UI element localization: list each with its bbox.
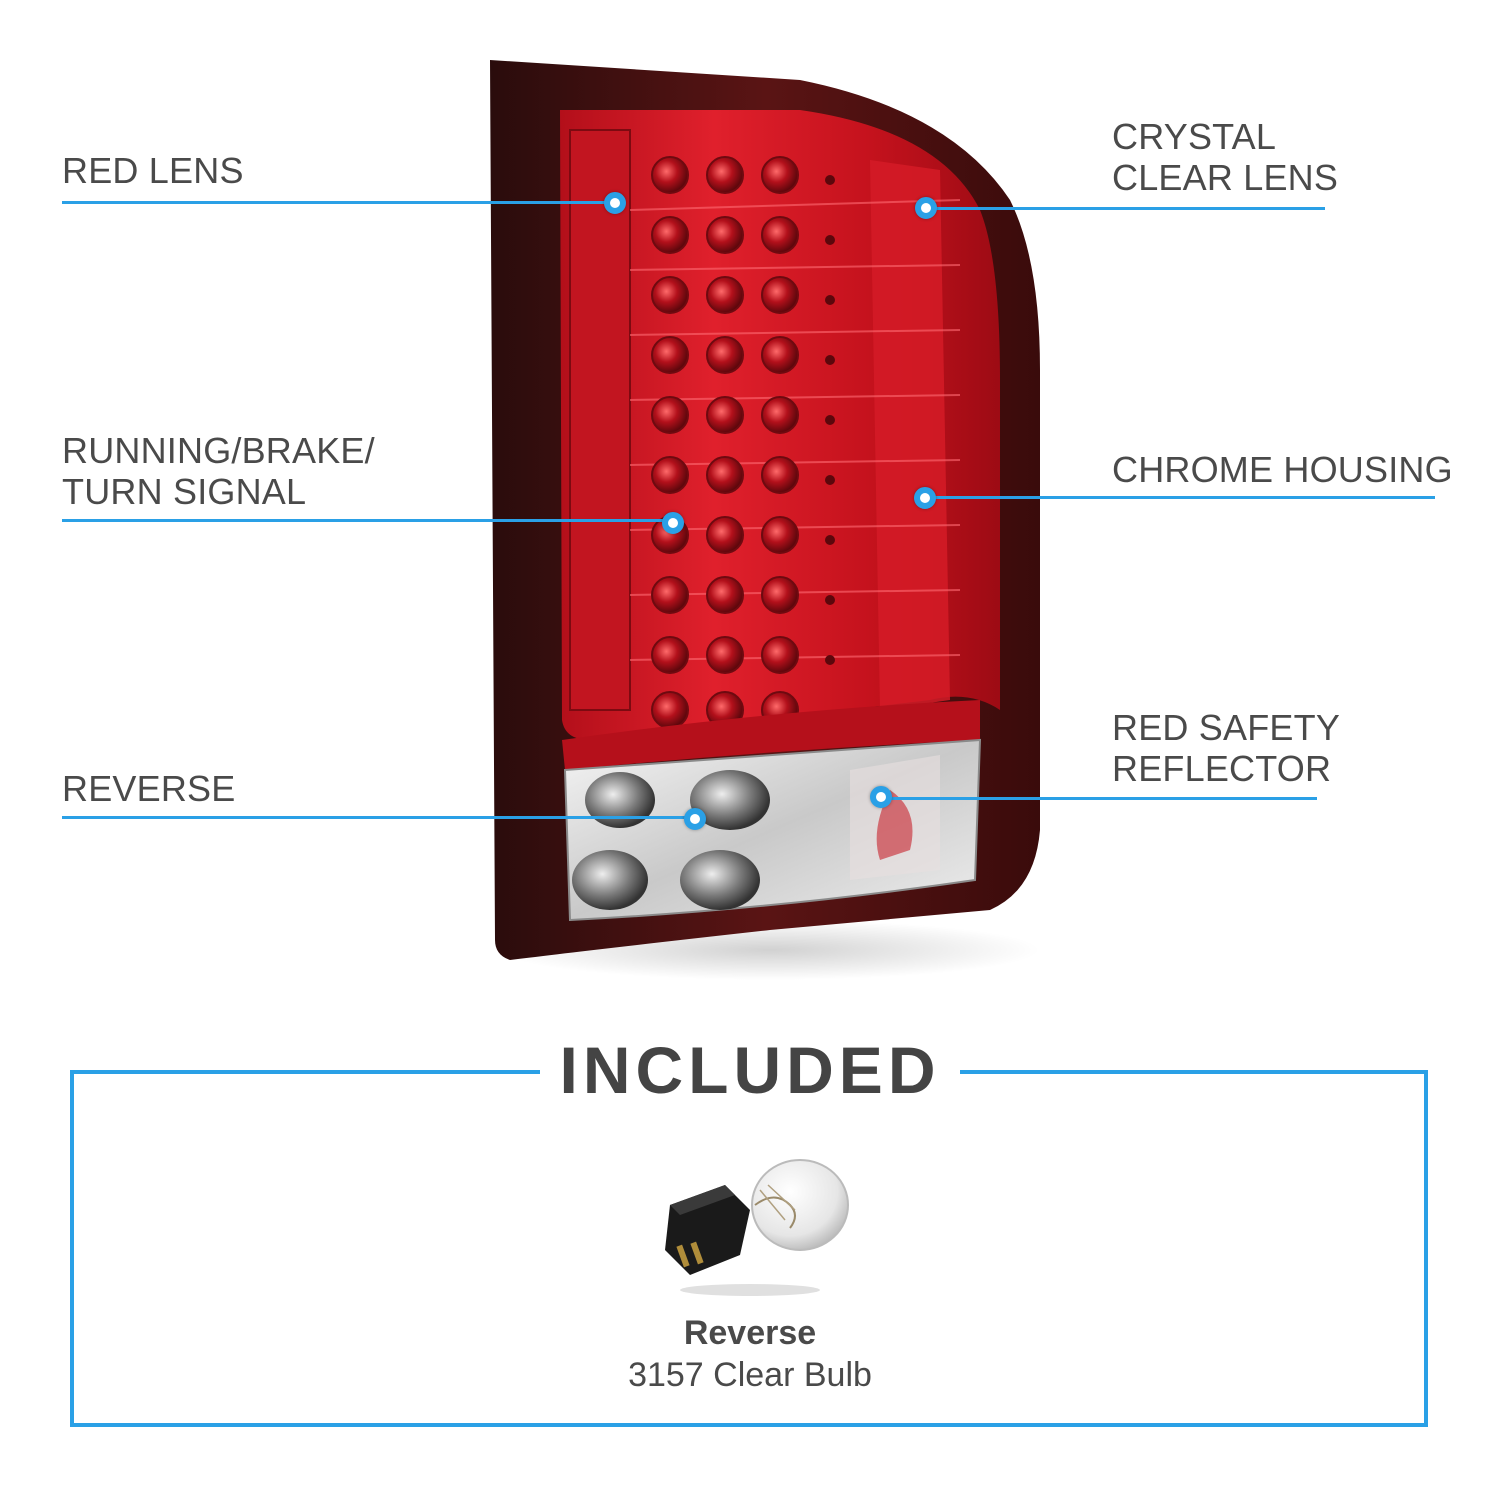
callout-running-brake-turn-dot (662, 512, 684, 534)
callout-running-brake-turn-label: RUNNING/BRAKE/ TURN SIGNAL (62, 430, 375, 512)
callout-chrome-housing-dot (914, 487, 936, 509)
callout-red-safety-reflector-dot (870, 786, 892, 808)
callout-red-lens-dot (604, 192, 626, 214)
included-item-description: 3157 Clear Bulb (628, 1356, 872, 1394)
callout-red-lens-label: RED LENS (62, 150, 244, 191)
tail-lamp-image (490, 60, 1040, 980)
callout-reverse-dot (684, 808, 706, 830)
callout-crystal-clear-lens-label: CRYSTAL CLEAR LENS (1112, 116, 1339, 198)
callout-reverse-line (62, 816, 692, 819)
callout-crystal-clear-lens-line (930, 207, 1325, 210)
callout-chrome-housing-line (928, 496, 1435, 499)
callout-chrome-housing-label: CHROME HOUSING (1112, 449, 1453, 490)
included-title: INCLUDED (540, 1030, 960, 1110)
callout-reverse-label: REVERSE (62, 768, 236, 809)
callout-red-safety-reflector-line (880, 797, 1317, 800)
callout-crystal-clear-lens-dot (915, 197, 937, 219)
callout-red-safety-reflector-label: RED SAFETY REFLECTOR (1112, 707, 1341, 789)
bulb-3157-image (665, 1159, 849, 1296)
callout-red-lens-line (62, 201, 618, 204)
included-item-name: Reverse (683, 1314, 817, 1352)
callout-running-brake-turn-line (62, 519, 666, 522)
